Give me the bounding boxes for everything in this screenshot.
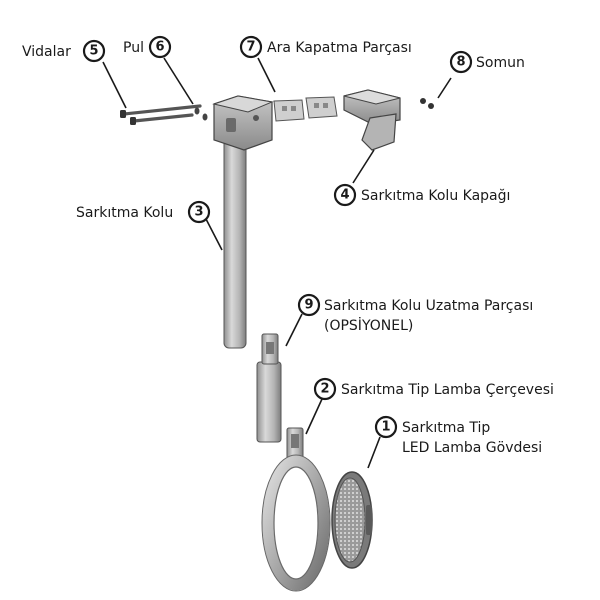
label-kol-kapagi: Sarkıtma Kolu Kapağı [361, 188, 510, 204]
washers-part [194, 107, 208, 121]
label-cerceve: Sarkıtma Tip Lamba Çerçevesi [341, 382, 554, 398]
svg-text:4: 4 [340, 188, 349, 203]
label-pul: Pul [123, 40, 144, 56]
extension-part [256, 333, 282, 443]
svg-text:1: 1 [381, 420, 390, 435]
label-govde-2: LED Lamba Gövdesi [402, 440, 542, 456]
led-lamp-body-part [331, 471, 373, 569]
svg-text:7: 7 [246, 40, 255, 55]
label-ara-kapatma: Ara Kapatma Parçası [267, 40, 412, 56]
hanging-arm-part [212, 95, 274, 349]
callout-9: 9 Sarkıtma Kolu Uzatma Parçası (OPSİYONE… [297, 293, 533, 334]
svg-text:5: 5 [89, 44, 98, 59]
callout-3: 3 Sarkıtma Kolu [76, 200, 211, 224]
svg-text:6: 6 [155, 40, 164, 55]
label-govde-1: Sarkıtma Tip [402, 420, 490, 436]
label-uzatma: Sarkıtma Kolu Uzatma Parçası [324, 298, 533, 314]
middle-cover-part [273, 96, 338, 122]
svg-text:8: 8 [456, 55, 465, 70]
callout-4: 4 Sarkıtma Kolu Kapağı [333, 183, 510, 207]
leader-lines [102, 57, 452, 469]
arm-cover-part [343, 89, 401, 151]
lamp-frame-part [261, 427, 331, 592]
nuts-part [420, 98, 434, 109]
label-opsiyonel: (OPSİYONEL) [324, 316, 413, 334]
callout-1: 1 Sarkıtma Tip LED Lamba Gövdesi [374, 415, 542, 456]
callout-6: 6 Pul [123, 35, 172, 59]
label-somun: Somun [476, 55, 525, 71]
callout-7: 7 Ara Kapatma Parçası [239, 35, 412, 59]
callout-5: 5 Vidalar [22, 39, 106, 63]
callout-8: 8 Somun [449, 50, 525, 74]
callout-2: 2 Sarkıtma Tip Lamba Çerçevesi [313, 377, 554, 401]
label-sarkitma-kolu: Sarkıtma Kolu [76, 205, 173, 221]
label-vidalar: Vidalar [22, 44, 71, 60]
svg-text:9: 9 [304, 298, 313, 313]
svg-text:3: 3 [194, 205, 203, 220]
screws-part [120, 104, 202, 125]
svg-text:2: 2 [320, 382, 329, 397]
